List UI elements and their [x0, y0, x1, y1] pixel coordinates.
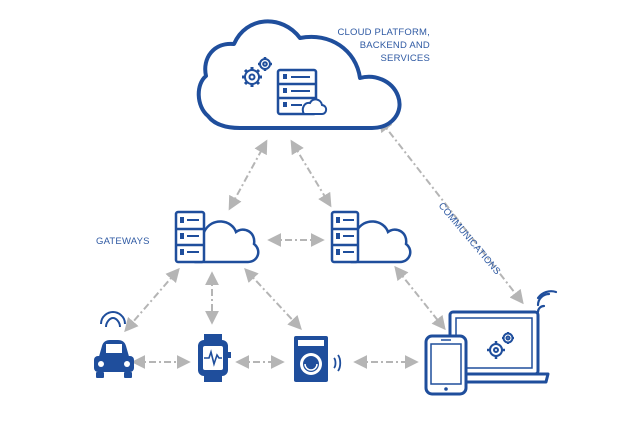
cloud-label-line-1: CLOUD PLATFORM,	[337, 27, 430, 38]
connector-cloud-devices	[378, 117, 524, 305]
laptop-icon	[440, 310, 550, 384]
cloud-icon	[196, 19, 402, 130]
cloud-platform-node	[196, 19, 402, 130]
smart-washer-icon	[294, 336, 342, 382]
connected-car-icon	[94, 310, 134, 378]
gateway-server-cloud-icon	[330, 210, 412, 264]
cloud-label-line-2: BACKEND AND	[359, 40, 430, 51]
connector-cloud-gateway2	[290, 139, 332, 208]
gear-icon	[242, 57, 272, 87]
connector-gateway1-cloud	[228, 139, 268, 211]
cloud-platform-label: CLOUD PLATFORM, BACKEND AND SERVICES	[318, 26, 430, 65]
gateways-label: GATEWAYS	[96, 236, 150, 247]
smartphone-icon	[424, 334, 468, 396]
gateway-server-cloud-icon	[174, 210, 260, 264]
wifi-signal-icon	[536, 290, 558, 314]
gateway-node-1	[174, 210, 260, 264]
gateway-node-2	[330, 210, 412, 264]
connector-gateway2-devices	[394, 265, 446, 331]
connector-gateway1-washer	[244, 267, 302, 331]
gear-icon	[487, 332, 514, 359]
smartwatch-icon	[198, 334, 231, 382]
cloud-label-line-3: SERVICES	[380, 53, 430, 64]
connector-gateway1-car	[124, 267, 180, 333]
server-icon	[276, 68, 328, 116]
